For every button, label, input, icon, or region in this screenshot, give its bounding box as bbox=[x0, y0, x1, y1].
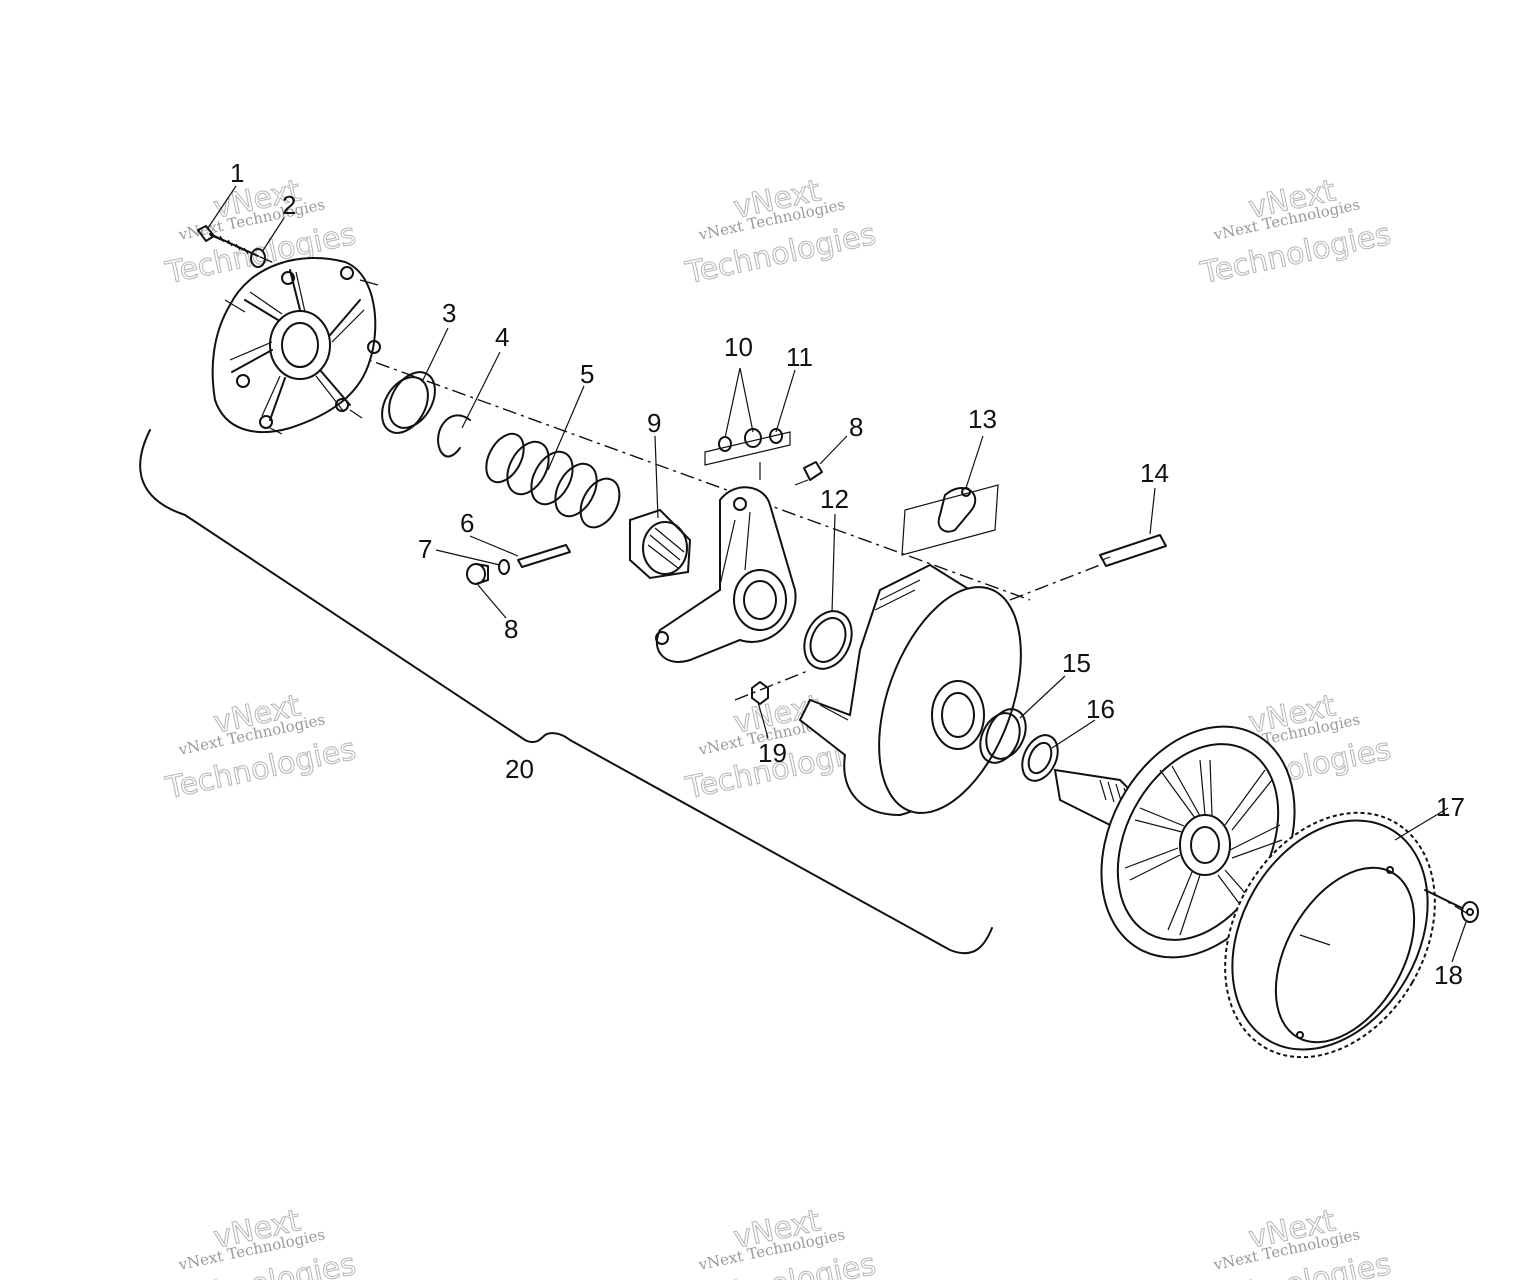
callout-11: 11 bbox=[786, 342, 813, 372]
washer-part bbox=[250, 248, 266, 268]
callout-4: 4 bbox=[495, 322, 509, 352]
callout-8: 8 bbox=[504, 614, 518, 644]
screw-axis-line bbox=[1384, 864, 1471, 916]
cover-plate-part bbox=[211, 257, 381, 435]
ring-gear-part bbox=[1224, 811, 1436, 1059]
callout-18: 18 bbox=[1434, 960, 1463, 990]
roller-part-upper bbox=[794, 461, 823, 486]
spring-part bbox=[485, 432, 621, 529]
bushing-part bbox=[979, 708, 1027, 764]
watermark: vNext Technologies vNext Technologies bbox=[682, 173, 880, 292]
callout-1: 1 bbox=[230, 158, 244, 188]
pin-part bbox=[517, 544, 571, 568]
spider-arm-part bbox=[655, 486, 797, 663]
callout-9: 9 bbox=[647, 408, 661, 438]
watermark: vNext Technologies vNext Technologies bbox=[162, 1203, 360, 1280]
callout-6: 6 bbox=[460, 508, 474, 538]
screw-part bbox=[1424, 889, 1479, 923]
assembly-bracket bbox=[139, 429, 993, 955]
bolt-part bbox=[197, 225, 259, 257]
callout-3: 3 bbox=[442, 298, 456, 328]
watermark: vNext Technologies vNext Technologies bbox=[1197, 1203, 1395, 1280]
hardware-kit-part bbox=[704, 428, 791, 480]
nut-part bbox=[751, 681, 769, 705]
watermark: vNext Technologies vNext Technologies bbox=[682, 1203, 880, 1280]
spacer-washer-part bbox=[1021, 734, 1059, 782]
weight-part bbox=[901, 484, 999, 556]
callout-14: 14 bbox=[1140, 458, 1169, 488]
callout-8-upper: 8 bbox=[849, 412, 863, 442]
watermark: vNext Technologies vNext Technologies bbox=[162, 688, 360, 807]
callout-15: 15 bbox=[1062, 648, 1091, 678]
callout-12: 12 bbox=[820, 484, 849, 514]
callout-5: 5 bbox=[580, 359, 594, 389]
callout-labels: 1 2 3 4 5 6 7 8 9 10 11 8 12 13 14 15 16… bbox=[230, 158, 1465, 990]
bushing-ring-part bbox=[381, 371, 436, 434]
callout-10: 10 bbox=[724, 332, 753, 362]
nut-axis-line bbox=[734, 669, 811, 701]
callout-2: 2 bbox=[282, 190, 296, 220]
small-washer-part bbox=[498, 559, 510, 575]
roller-part bbox=[466, 563, 489, 585]
callout-7: 7 bbox=[418, 534, 432, 564]
callout-19: 19 bbox=[758, 738, 787, 768]
leader-lines bbox=[207, 185, 1467, 963]
thrust-washer-part bbox=[803, 610, 853, 670]
ramp-block-part bbox=[629, 508, 692, 580]
snap-ring-part bbox=[437, 414, 471, 458]
callout-20: 20 bbox=[505, 754, 534, 784]
pin-bolt-part bbox=[1099, 534, 1167, 567]
pin-axis-line bbox=[1009, 564, 1101, 601]
callout-17: 17 bbox=[1436, 792, 1465, 822]
movable-sheave-part bbox=[798, 563, 1022, 817]
callout-13: 13 bbox=[968, 404, 997, 434]
callout-16: 16 bbox=[1086, 694, 1115, 724]
watermark: vNext Technologies vNext Technologies bbox=[1197, 173, 1395, 292]
